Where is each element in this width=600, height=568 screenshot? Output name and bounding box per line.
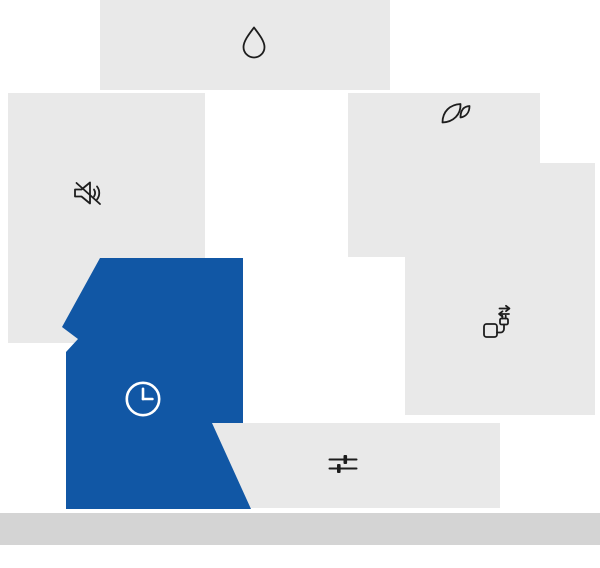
plug-swap-icon (483, 304, 511, 338)
bottom-bar (0, 513, 600, 545)
leaf-icon (441, 103, 471, 124)
adjust-tile[interactable] (210, 423, 500, 508)
sliders-icon (328, 455, 358, 473)
power-source-tile[interactable] (405, 163, 595, 415)
water-drop-icon (242, 26, 266, 59)
speaker-muted-icon (74, 181, 101, 205)
water-tile[interactable] (100, 0, 390, 90)
clock-icon (125, 381, 161, 417)
